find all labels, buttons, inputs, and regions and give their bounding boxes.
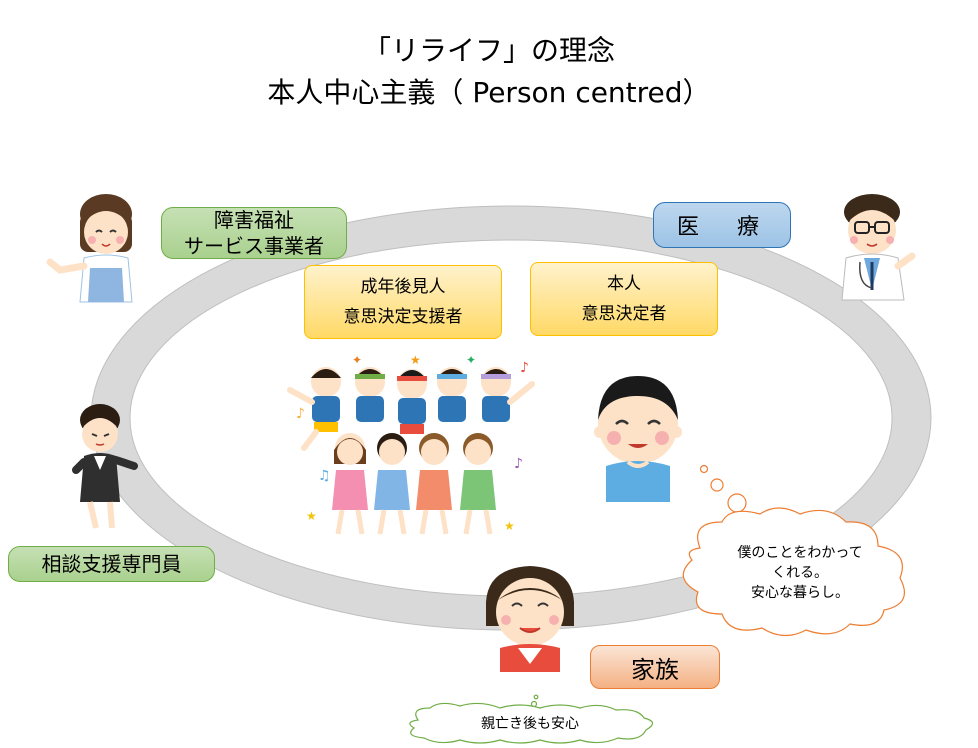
- page-subtitle: 本人中心主義（ Person centred）: [267, 76, 711, 109]
- medical-label: 医 療: [676, 215, 767, 240]
- self-label-line2: 意思決定者: [581, 304, 667, 324]
- family-thought-cloud: [409, 694, 654, 744]
- welfare-service-provider-box: 障害福祉 サービス事業者: [161, 207, 347, 259]
- svg-text:✦: ✦: [352, 353, 362, 367]
- consultant-label: 相談支援専門員: [41, 552, 182, 576]
- welfare-label-line2: サービス事業者: [184, 234, 324, 258]
- consultant-box: 相談支援専門員: [8, 546, 215, 582]
- dancing-group-illustration: ♪ ♪ ♫ ♪ ★ ✦ ✦ ★ ★: [287, 353, 535, 535]
- self-label-line1: 本人: [607, 274, 641, 294]
- self-decision-maker-box: 本人 意思決定者: [530, 262, 718, 336]
- self-thought-cloud: [682, 464, 905, 637]
- family-member-illustration: [486, 566, 574, 672]
- svg-text:★: ★: [410, 353, 421, 367]
- self-thought-text: 僕のことをわかって くれる。 安心な暮らし。: [720, 543, 880, 603]
- svg-text:♪: ♪: [514, 456, 523, 472]
- svg-text:✦: ✦: [466, 353, 476, 367]
- page-title: 「リライフ」の理念: [362, 34, 615, 67]
- svg-text:♫: ♫: [318, 468, 331, 484]
- medical-box: 医 療: [653, 202, 791, 248]
- svg-text:♪: ♪: [296, 406, 305, 422]
- svg-text:★: ★: [306, 509, 317, 523]
- svg-text:♪: ♪: [520, 360, 529, 376]
- doctor-illustration: [841, 194, 916, 301]
- consultant-illustration: [72, 404, 138, 529]
- self-person-illustration: [594, 376, 682, 502]
- family-thought-text: 親亡き後も安心: [481, 716, 579, 732]
- svg-text:★: ★: [504, 519, 515, 533]
- welfare-staff-illustration: [46, 194, 133, 303]
- guardian-box: 成年後見人 意思決定支援者: [304, 265, 502, 339]
- self-thought-line3: 安心な暮らし。: [751, 585, 849, 601]
- family-label: 家族: [631, 655, 679, 684]
- guardian-label-line2: 意思決定支援者: [343, 307, 463, 327]
- family-box: 家族: [590, 645, 720, 689]
- guardian-label-line1: 成年後見人: [360, 277, 446, 297]
- welfare-label-line1: 障害福祉: [214, 208, 294, 232]
- self-thought-line2: くれる。: [772, 565, 828, 581]
- self-thought-line1: 僕のことをわかって: [737, 545, 863, 561]
